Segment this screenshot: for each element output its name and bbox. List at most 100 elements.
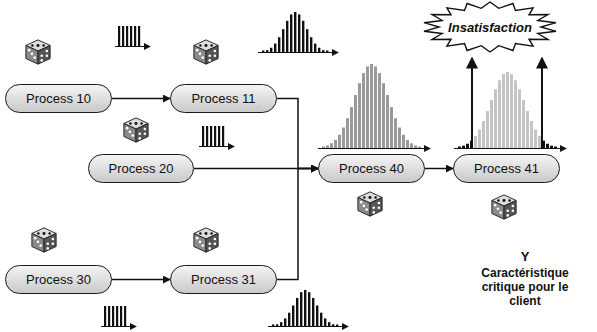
histogram-bar bbox=[134, 26, 136, 46]
histogram-bar bbox=[518, 89, 521, 148]
histogram-bar bbox=[354, 95, 357, 148]
histogram-bar bbox=[280, 322, 282, 326]
histogram-bar bbox=[276, 324, 278, 326]
histogram-bar bbox=[402, 135, 405, 148]
process-box: Process 11 bbox=[170, 84, 277, 113]
histogram-bar bbox=[202, 126, 204, 146]
histogram-bar bbox=[126, 26, 128, 46]
process-label: Process 40 bbox=[339, 161, 404, 176]
process-box: Process 40 bbox=[318, 154, 425, 183]
histogram-bar bbox=[270, 48, 272, 52]
histogram-bar bbox=[538, 136, 541, 148]
histogram-axis bbox=[115, 46, 150, 47]
histogram-bar bbox=[272, 325, 274, 327]
histogram-bar bbox=[414, 145, 417, 148]
histogram-bar bbox=[298, 14, 300, 52]
histogram-bar bbox=[394, 118, 397, 148]
histogram-bar bbox=[120, 306, 122, 326]
histogram-bar bbox=[278, 37, 280, 52]
histogram-bar bbox=[288, 313, 290, 326]
histogram-bar bbox=[306, 29, 308, 52]
histogram-bar bbox=[286, 21, 288, 52]
histogram-bars bbox=[202, 126, 224, 146]
histogram-bar bbox=[206, 126, 208, 146]
histogram-axis bbox=[454, 148, 566, 149]
histogram-bar bbox=[326, 51, 328, 53]
histogram-axis bbox=[268, 326, 348, 327]
histogram-bar bbox=[316, 305, 318, 326]
histogram-bar bbox=[274, 44, 276, 52]
histogram-bar bbox=[300, 292, 302, 326]
histogram-bar bbox=[498, 80, 501, 148]
histogram-bar bbox=[122, 26, 124, 46]
histogram-bar bbox=[292, 305, 294, 326]
histogram-bar bbox=[320, 313, 322, 326]
histogram-bar bbox=[318, 48, 320, 52]
histogram-bar bbox=[362, 73, 365, 148]
histogram-bar bbox=[338, 135, 341, 148]
histogram-bar bbox=[390, 107, 393, 148]
histogram-bar bbox=[506, 72, 509, 148]
histogram-bar bbox=[526, 111, 529, 148]
histogram-bar bbox=[418, 147, 421, 149]
histogram-bar bbox=[466, 144, 469, 148]
histogram-bar bbox=[322, 50, 324, 52]
histogram-bar bbox=[482, 121, 485, 148]
process-label: Process 10 bbox=[26, 91, 91, 106]
histogram-bar bbox=[308, 292, 310, 326]
histogram-bar bbox=[458, 147, 461, 149]
histogram-bar bbox=[534, 129, 537, 148]
die-icon bbox=[194, 228, 218, 252]
histogram-bar bbox=[510, 74, 513, 148]
histogram-bar bbox=[282, 29, 284, 52]
histogram-bar bbox=[302, 21, 304, 52]
starburst-callout: Insatisfaction bbox=[422, 1, 558, 53]
histogram-bar bbox=[284, 318, 286, 326]
histogram-bar bbox=[312, 298, 314, 326]
histogram-bar bbox=[382, 83, 385, 148]
histogram-bar bbox=[304, 290, 306, 326]
die-icon bbox=[194, 40, 218, 64]
histogram-bar bbox=[486, 111, 489, 148]
flow-arrow bbox=[277, 169, 318, 280]
histogram-bars bbox=[118, 26, 140, 46]
histogram-bar bbox=[546, 144, 549, 148]
process-label: Process 31 bbox=[191, 272, 256, 287]
histogram-bar bbox=[336, 325, 338, 327]
histogram-bar bbox=[462, 146, 465, 148]
histogram-bar bbox=[398, 128, 401, 148]
histogram-bar bbox=[124, 306, 126, 326]
histogram-bar bbox=[296, 298, 298, 326]
histogram-bars bbox=[262, 12, 328, 52]
die-icon bbox=[492, 195, 516, 219]
histogram-bar bbox=[214, 126, 216, 146]
process-box: Process 31 bbox=[170, 265, 277, 294]
histogram-bar bbox=[378, 73, 381, 148]
histogram-bar bbox=[530, 121, 533, 148]
histogram-bar bbox=[334, 140, 337, 148]
histogram-bar bbox=[324, 318, 326, 326]
histogram-bar bbox=[514, 80, 517, 148]
flow-arrow bbox=[425, 168, 453, 170]
histogram-bar bbox=[266, 50, 268, 52]
histogram-bar bbox=[294, 12, 296, 52]
die-icon bbox=[358, 192, 382, 216]
process-box: Process 41 bbox=[453, 154, 560, 183]
callout-text: Insatisfaction bbox=[448, 20, 532, 35]
histogram-bar bbox=[358, 83, 361, 148]
die-icon bbox=[26, 40, 50, 64]
histogram-bar bbox=[346, 118, 349, 148]
histogram-bar bbox=[502, 74, 505, 148]
output-caption: Caractéristique critique pour le client bbox=[470, 266, 580, 308]
histogram-bars bbox=[272, 290, 338, 326]
histogram-bar bbox=[350, 107, 353, 148]
histogram-bar bbox=[322, 147, 325, 149]
histogram-bar bbox=[490, 100, 493, 148]
process-box: Process 10 bbox=[5, 84, 112, 113]
histogram-bar bbox=[550, 146, 553, 148]
histogram-bar bbox=[262, 51, 264, 53]
flow-arrow bbox=[112, 279, 170, 281]
histogram-bar bbox=[138, 26, 140, 46]
histogram-bar bbox=[314, 44, 316, 52]
histogram-bar bbox=[370, 64, 373, 148]
